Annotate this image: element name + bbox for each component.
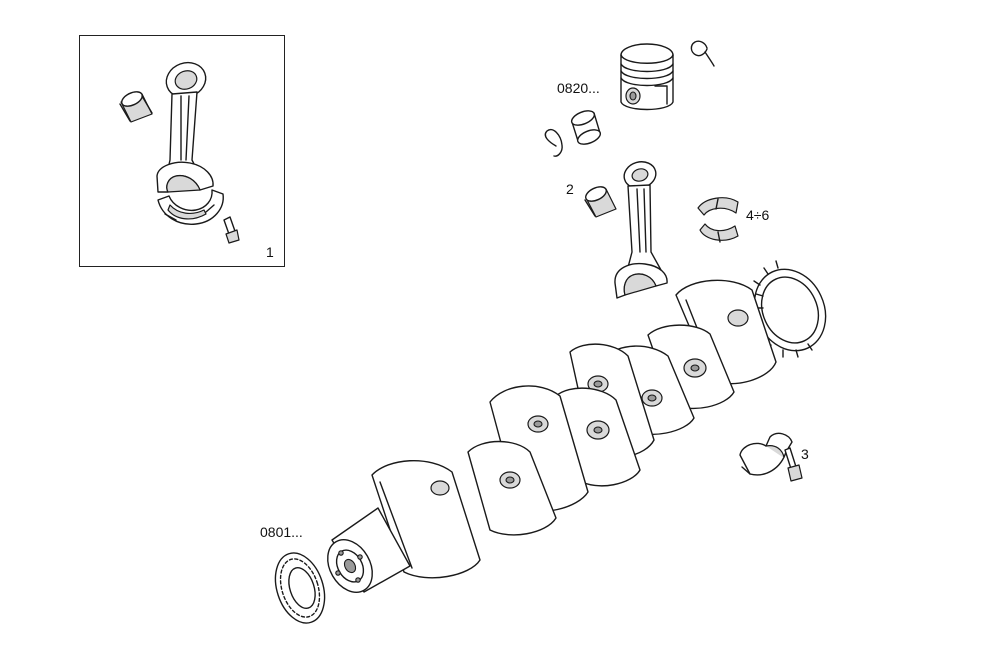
callout-bearing-shells: 4÷6: [746, 207, 770, 223]
inset-small-end-bushing: [119, 91, 153, 123]
main-bearing-cap: [739, 432, 793, 476]
piston-pin-circlip-right: [690, 40, 715, 67]
crankshaft: [327, 260, 827, 593]
small-end-bushing: [584, 186, 617, 218]
connecting-rod: [614, 161, 668, 299]
piston-pin: [570, 110, 602, 145]
crank-web-1: [467, 440, 557, 536]
callout-inset-assembly: 1: [266, 244, 274, 260]
timing-gear: [274, 552, 326, 624]
callout-crankshaft-group: 0801...: [260, 524, 303, 540]
crankshaft-front-snout: [327, 507, 411, 593]
inset-rod-cap: [157, 189, 224, 225]
callout-bearing-cap-bolt: 3: [801, 446, 809, 462]
inset-cap-bolt: [223, 216, 240, 244]
callout-piston-group: 0820...: [557, 80, 600, 96]
piston-pin-circlip-left: [544, 128, 563, 157]
piston: [620, 43, 674, 111]
inset-connecting-rod: [156, 61, 214, 193]
big-end-bearing-shells: [697, 197, 739, 243]
inset-frame-connecting-rod-assembly: [79, 35, 285, 267]
callout-bushing: 2: [566, 181, 574, 197]
main-bearing-bolt: [784, 447, 803, 482]
